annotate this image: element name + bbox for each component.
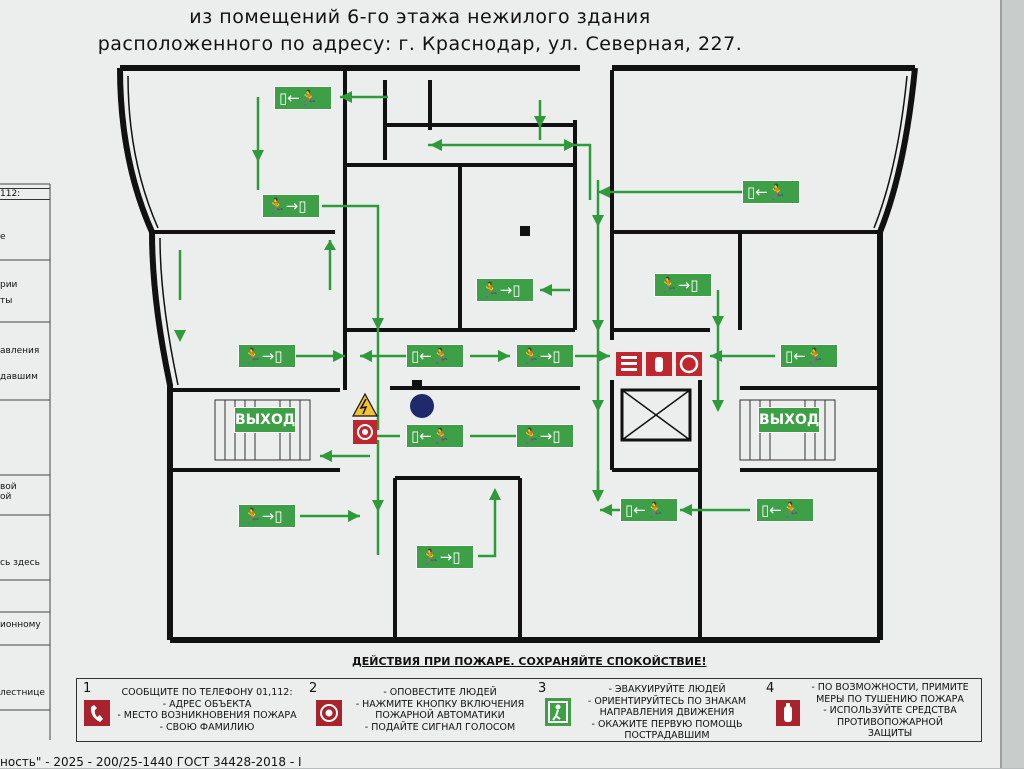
exit-label-right: ВЫХОД: [758, 407, 820, 433]
exit-direction-sign-icon: 🏃→▯: [476, 278, 534, 302]
legend-line: СООБЩИТЕ ПО ТЕЛЕФОНУ 01,112:: [121, 687, 293, 698]
phone-icon: [84, 700, 110, 726]
legend-line: ПРОТИВОПОЖАРНОЙ: [836, 716, 944, 728]
interior-walls: [152, 70, 880, 640]
step-3-text: - ЭВАКУИРУЙТЕ ЛЮДЕЙ - ОРИЕНТИРУЙТЕСЬ ПО …: [577, 684, 757, 742]
step-number: 3: [538, 681, 547, 696]
exit-direction-sign-icon: 🏃→▯: [238, 504, 296, 528]
left-text: лестнице: [0, 688, 45, 698]
left-table-lines: [0, 183, 51, 740]
left-text: давшим: [0, 372, 38, 382]
legend-line: ЗАЩИТЫ: [867, 728, 913, 739]
left-text: ты: [0, 296, 13, 306]
left-text: 112:: [0, 188, 50, 200]
legend-line: ПОСТРАДАВШИМ: [624, 730, 710, 741]
fire-alarm-button-icon: [353, 420, 377, 444]
exit-direction-sign-icon: ▯←🏃: [274, 86, 332, 110]
fire-actions-legend: 1 СООБЩИТЕ ПО ТЕЛЕФОНУ 01,112: - АДРЕС О…: [76, 678, 982, 742]
legend-line: - ЭВАКУИРУЙТЕ ЛЮДЕЙ: [608, 684, 726, 695]
columns: [412, 226, 530, 390]
legend-line: - ОПОВЕСТИТЕ ЛЮДЕЙ: [383, 687, 497, 698]
exit-direction-sign-icon: ▯←🏃: [756, 498, 814, 522]
you-are-here-marker: [410, 394, 434, 418]
exit-label-left: ВЫХОД: [234, 407, 296, 433]
step-4-text: - ПО ВОЗМОЖНОСТИ, ПРИМИТЕ МЕРЫ ПО ТУШЕНИ…: [805, 682, 975, 740]
exit-direction-sign-icon: 🏃→▯: [416, 545, 474, 569]
legend-line: ПОЖАРНОЙ АВТОМАТИКИ: [375, 710, 505, 721]
legend-line: - ОРИЕНТИРУЙТЕСЬ ПО ЗНАКАМ: [587, 695, 747, 707]
exit-direction-sign-icon: ▯←🏃: [780, 344, 838, 368]
step-number: 1: [83, 681, 92, 696]
board-frame: [1000, 0, 1024, 768]
legend-line: - ПОДАЙТЕ СИГНАЛ ГОЛОСОМ: [364, 721, 516, 733]
plan-title-line-1: из помещений 6-го этажа нежилого здания: [189, 6, 651, 28]
left-text: рии: [0, 280, 18, 290]
exit-direction-sign-icon: ▯←🏃: [620, 498, 678, 522]
exit-direction-sign-icon: 🏃→▯: [262, 194, 320, 218]
fire-alarm-icon: [316, 700, 342, 726]
legend-line: - АДРЕС ОБЪЕКТА: [162, 698, 252, 710]
left-text: сь здесь: [0, 558, 40, 568]
exit-direction-sign-icon: 🏃→▯: [238, 344, 296, 368]
floor-plan: [0, 65, 918, 740]
fire-extinguisher-icon: [776, 700, 800, 726]
legend-line: - СВОЮ ФАМИЛИЮ: [159, 721, 255, 733]
exit-direction-sign-icon: ▯←🏃: [406, 344, 464, 368]
window-lines: [127, 75, 908, 386]
legend-line: МЕРЫ ПО ТУШЕНИЮ ПОЖАРА: [816, 693, 964, 705]
elevator: [620, 388, 692, 442]
exit-sign-icon: [545, 698, 571, 726]
legend-line: НАПРАВЛЕНИЯ ДВИЖЕНИЯ: [599, 707, 735, 718]
step-number: 4: [766, 681, 775, 696]
legend-line: - ИСПОЛЬЗУЙТЕ СРЕДСТВА: [823, 705, 957, 716]
exit-direction-sign-icon: ▯←🏃: [742, 180, 800, 204]
footer-standard-line: ность" - 2025 - 200/25-1440 ГОСТ 34428-2…: [0, 755, 302, 769]
fire-equipment-icons: [616, 352, 702, 376]
exit-direction-sign-icon: 🏃→▯: [654, 273, 712, 297]
exit-direction-sign-icon: ▯←🏃: [406, 424, 464, 448]
exit-direction-sign-icon: 🏃→▯: [516, 424, 574, 448]
step-number: 2: [309, 681, 318, 696]
electrical-warning-icon: [351, 392, 379, 417]
legend-line: - ПО ВОЗМОЖНОСТИ, ПРИМИТЕ: [811, 682, 969, 693]
legend-line: - ОКАЖИТЕ ПЕРВУЮ ПОМОЩЬ: [591, 718, 743, 730]
step-1-text: СООБЩИТЕ ПО ТЕЛЕФОНУ 01,112: - АДРЕС ОБЪ…: [107, 687, 307, 733]
evacuation-plan-board: из помещений 6-го этажа нежилого здания …: [0, 0, 1000, 769]
left-text: вой: [0, 482, 17, 492]
left-text: ой: [0, 492, 12, 502]
left-text: авления: [0, 346, 40, 356]
legend-line: - НАЖМИТЕ КНОПКУ ВКЛЮЧЕНИЯ: [355, 698, 525, 710]
plan-title-line-2: расположенного по адресу: г. Краснодар, …: [97, 33, 743, 55]
outer-walls: [117, 65, 918, 643]
route-arrowheads: [174, 91, 724, 522]
legend-line: - МЕСТО ВОЗНИКНОВЕНИЯ ПОЖАРА: [117, 710, 297, 721]
left-text: ионному: [0, 620, 41, 630]
step-2-text: - ОПОВЕСТИТЕ ЛЮДЕЙ - НАЖМИТЕ КНОПКУ ВКЛЮ…: [345, 687, 535, 733]
exit-direction-sign-icon: 🏃→▯: [516, 344, 574, 368]
left-text: е: [0, 232, 6, 242]
actions-heading: ДЕЙСТВИЯ ПРИ ПОЖАРЕ. СОХРАНЯЙТЕ СПОКОЙСТ…: [352, 655, 707, 668]
